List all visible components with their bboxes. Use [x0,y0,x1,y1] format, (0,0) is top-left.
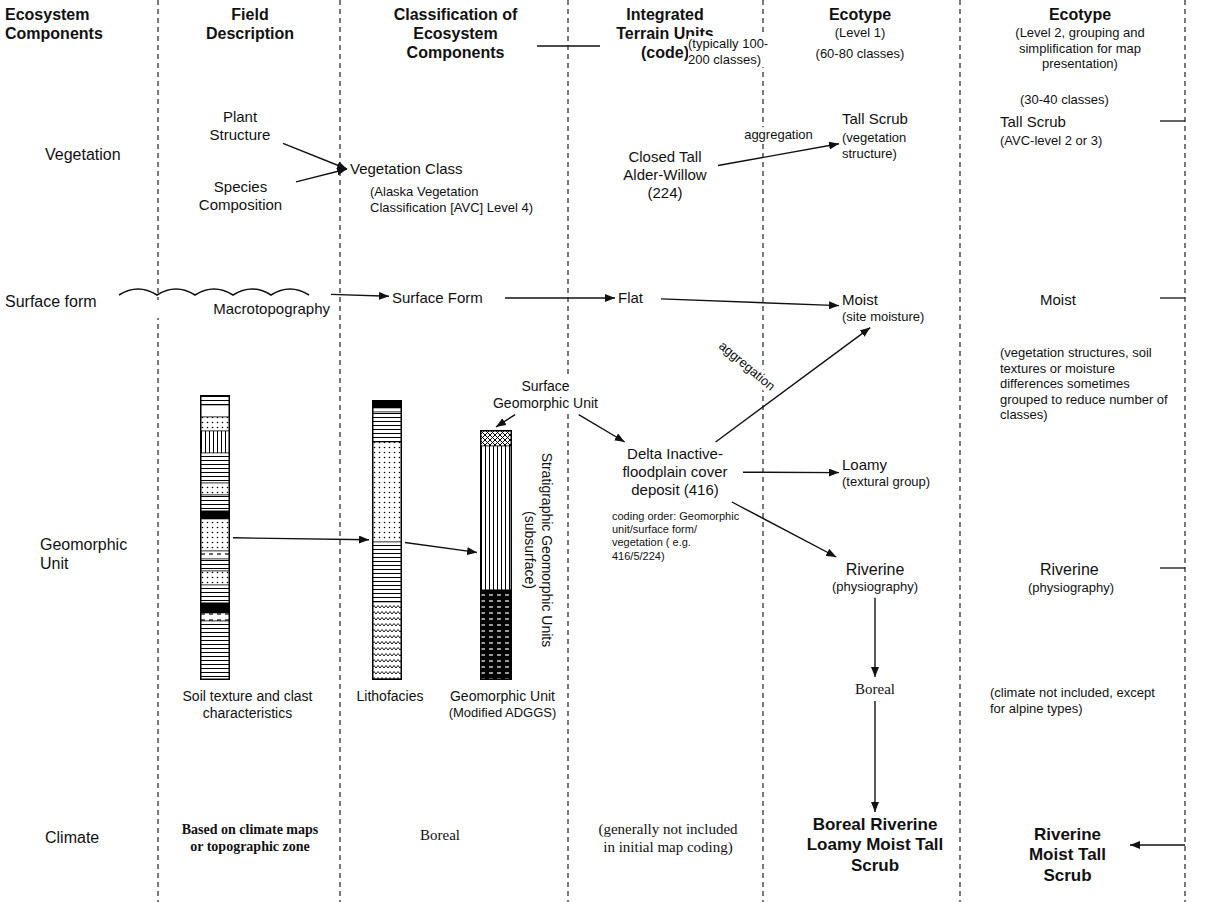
item-text: Species Composition [188,178,293,214]
ecosystem-item: Loamy(textural group) [842,456,942,490]
annotation-text: Field Description [195,5,305,43]
annotation-text: (Level 2, grouping and simplification fo… [1000,25,1160,72]
annotation-text: (generally not included in initial map c… [598,820,738,856]
annotation-text: (60-80 classes) [805,46,915,62]
item-text: Delta Inactive-floodplain cover deposit … [610,445,740,499]
annotation-text: (vegetation structures, soil textures or… [1000,345,1170,423]
annotation-text: (physiography) [1028,580,1138,596]
item-text: Geomorphic Unit [440,688,565,705]
connector-label: aggregation [742,127,815,143]
soil-column-illustration [200,395,230,680]
annotation-text: (typically 100-200 classes) [688,36,788,67]
annotation-text: Ecosystem Components [5,5,120,43]
connector-arrow [233,538,369,540]
connector-arrow [405,543,477,553]
item-note: (vegetation structure) [842,130,927,161]
item-text: Riverine [820,560,930,579]
ecosystem-item: Soil texture and clast characteristics [160,395,335,722]
connector-arrow [716,328,871,442]
annotation-text: Stratigraphic Geomorphic Units (subsurfa… [521,440,555,660]
ecosystem-item: Flat [618,289,658,307]
item-note: (Alaska Vegetation Classification [AVC] … [370,184,535,215]
connector-arrow [732,502,836,557]
connector-arrow [874,598,875,677]
annotation-text: Riverine [1040,560,1120,579]
item-text: Closed Tall Alder-Willow (224) [615,148,715,202]
connector-arrow [505,297,615,298]
ecosystem-item: Boreal [840,680,910,698]
item-text: Tall Scrub [842,110,927,128]
ecosystem-item: Vegetation Class (Alaska Vegetation Class… [350,160,535,215]
annotation-text: Classification of Ecosystem Components [378,5,533,63]
ecosystem-item: Surface Form [392,289,502,307]
annotation-text: Surface form [5,292,117,311]
item-text: Macrotopography [118,300,330,318]
litho-column-illustration [372,400,402,680]
item-text: Loamy [842,456,942,474]
annotation-text: Vegetation [45,145,155,164]
ecosystem-item: Macrotopography [118,284,330,318]
item-text: Boreal Riverine Loamy Moist Tall Scrub [805,815,945,876]
ecosystem-item: Plant Structure [200,108,280,144]
item-text: Flat [618,289,658,307]
item-note: (physiography) [820,579,930,595]
connector-arrow [496,415,515,427]
annotation-text: Tall Scrub [1000,113,1110,131]
item-note: (textural group) [842,474,942,490]
connector-arrow [661,299,839,306]
annotation-text: (climate not included, except for alpine… [990,685,1155,716]
annotation-text: (Level 1) [815,25,905,41]
ecosystem-item: Moist(site moisture) [842,291,952,325]
connector-arrow [283,143,347,169]
ecosystem-item: Closed Tall Alder-Willow (224) [615,148,715,202]
ecosystem-item: Delta Inactive-floodplain cover deposit … [610,445,740,499]
ecosystem-item: Surface Geomorphic Unit [488,378,603,412]
item-note: (site moisture) [842,309,952,325]
connector-arrow [874,701,875,812]
annotation-text: Geomorphic Unit [40,535,150,573]
ecosystem-item: Lithofacies [345,400,435,705]
connector-arrow [296,169,347,182]
item-text: Lithofacies [345,688,435,705]
annotation-text: Moist [1040,291,1100,309]
item-text: Plant Structure [200,108,280,144]
connector-label: aggregation [714,336,780,395]
connector-arrow [579,415,625,442]
annotation-text: Ecotype [1030,5,1130,24]
annotation-text: Climate [45,828,145,847]
ecosystem-item: Riverine(physiography) [820,560,930,595]
ecosystem-item: Tall Scrub (vegetation structure) [842,110,927,161]
geo-column-illustration [480,430,512,680]
annotation-text: Based on climate maps or topographic zon… [180,822,320,856]
item-text: Boreal [840,680,910,698]
item-note: (Modified ADGGS) [440,705,565,721]
macrotopography-wave [118,284,328,298]
ecosystem-item: Boreal Riverine Loamy Moist Tall Scrub [805,815,945,876]
annotation-text: Ecotype [815,5,905,24]
annotation-text: Riverine Moist Tall Scrub [1015,825,1120,886]
annotation-text: (AVC-level 2 or 3) [1000,133,1140,149]
connector-arrow [743,472,839,474]
item-text: Surface Form [392,289,502,307]
ecosystem-item: Species Composition [188,178,293,214]
connector-arrow [718,144,839,166]
item-text: Soil texture and clast characteristics [160,688,335,722]
item-text: Moist [842,291,952,309]
annotation-text: (30-40 classes) [1020,92,1140,108]
item-text: Surface Geomorphic Unit [488,378,603,412]
annotation-text: Boreal [420,826,490,844]
connector-arrow [331,294,389,296]
annotation-text: coding order: Geomorphic unit/surface fo… [612,510,742,563]
item-text: Vegetation Class [350,160,535,178]
